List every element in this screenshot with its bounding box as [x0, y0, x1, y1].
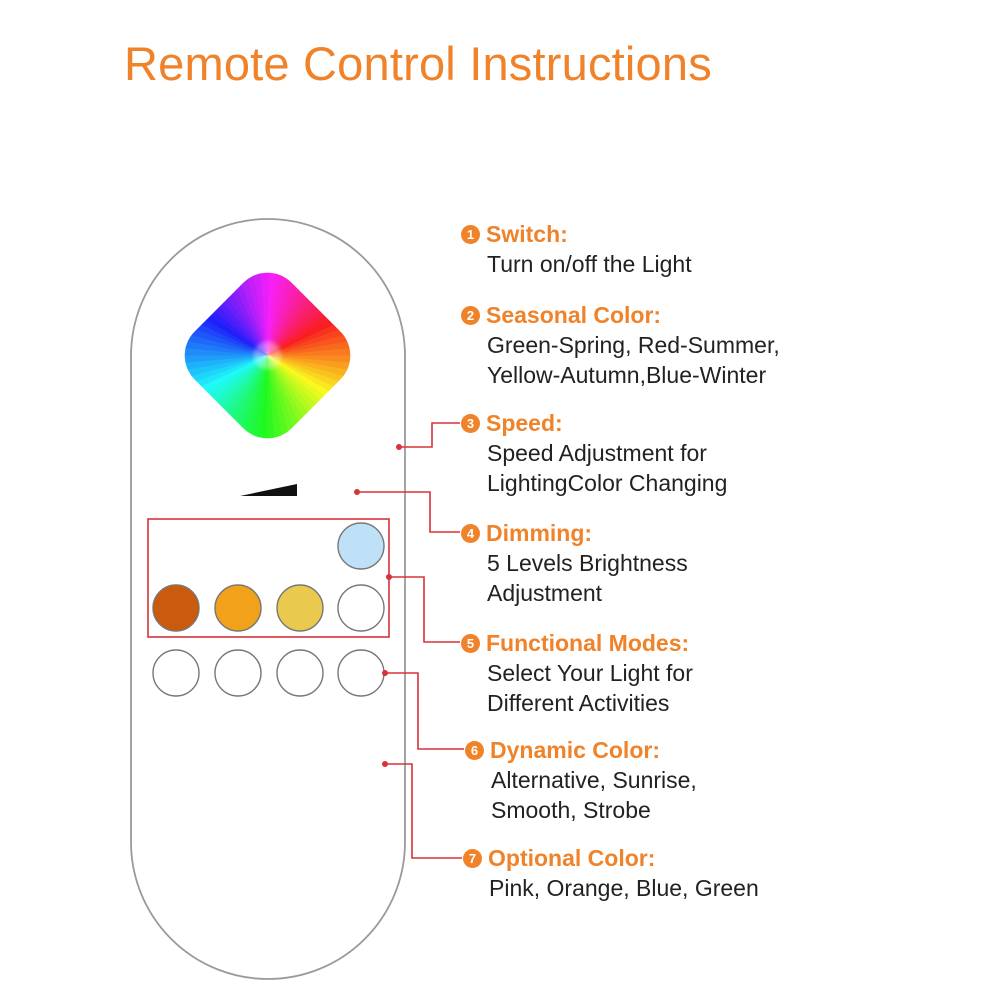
color-button-dark-orange[interactable]	[152, 584, 200, 632]
feature-description: Adjustment	[487, 580, 603, 606]
feature-optional-color: 7 Optional Color: Pink, Orange, Blue, Gr…	[463, 843, 759, 903]
light-blue-button[interactable]	[337, 522, 385, 570]
mode-button-3[interactable]	[276, 649, 324, 697]
number-badge: 1	[461, 224, 480, 244]
feature-title: Functional Modes:	[486, 629, 690, 656]
color-button-yellow[interactable]	[276, 584, 324, 632]
feature-switch: 1 Switch: Turn on/off the Light	[461, 219, 692, 279]
feature-description: 5 Levels Brightness	[487, 550, 688, 576]
callout-dot-speed	[396, 444, 402, 450]
feature-description: Speed Adjustment for	[487, 440, 707, 466]
number-badge: 6	[465, 740, 484, 760]
remote-body	[130, 218, 406, 980]
callout-dot-dimming	[354, 489, 360, 495]
feature-description: Alternative, Sunrise,	[491, 767, 697, 793]
callout-line-functional-modes	[389, 576, 460, 643]
feature-description: Select Your Light for	[487, 660, 693, 686]
feature-description: LightingColor Changing	[487, 470, 728, 496]
feature-description: Pink, Orange, Blue, Green	[489, 875, 759, 901]
callout-line-dynamic-color	[385, 672, 464, 750]
color-button-white[interactable]	[337, 584, 385, 632]
callout-dot-dynamic-color	[382, 670, 388, 676]
callout-dot-optional-color	[382, 761, 388, 767]
feature-description: Different Activities	[487, 690, 670, 716]
feature-seasonal-color: 2 Seasonal Color: Green-Spring, Red-Summ…	[461, 300, 780, 390]
feature-description: Yellow-Autumn,Blue-Winter	[487, 362, 767, 388]
number-badge: 7	[463, 848, 482, 868]
feature-title: Dimming:	[486, 519, 593, 546]
feature-title: Optional Color:	[488, 844, 656, 871]
number-badge: 5	[461, 633, 480, 653]
feature-description: Green-Spring, Red-Summer,	[487, 332, 780, 358]
feature-dimming: 4 Dimming: 5 Levels Brightness Adjustmen…	[461, 518, 688, 608]
feature-title: Seasonal Color:	[486, 301, 662, 328]
feature-title: Dynamic Color:	[490, 736, 660, 763]
feature-dynamic-color: 6 Dynamic Color: Alternative, Sunrise, S…	[465, 735, 697, 825]
mode-button-1[interactable]	[152, 649, 200, 697]
feature-description: Smooth, Strobe	[491, 797, 651, 823]
callout-line-speed	[399, 422, 460, 448]
page-title: Remote Control Instructions	[124, 37, 712, 90]
color-button-orange[interactable]	[214, 584, 262, 632]
number-badge: 2	[461, 305, 480, 325]
feature-description: Turn on/off the Light	[487, 251, 692, 277]
feature-speed: 3 Speed: Speed Adjustment for LightingCo…	[461, 408, 727, 498]
feature-functional-modes: 5 Functional Modes: Select Your Light fo…	[461, 628, 693, 718]
feature-title: Speed:	[486, 409, 563, 436]
number-badge: 3	[461, 413, 480, 433]
callout-line-optional-color	[385, 763, 462, 859]
feature-title: Switch:	[486, 220, 568, 247]
mode-button-4[interactable]	[337, 649, 385, 697]
brightness-wedge-icon[interactable]	[240, 484, 297, 496]
mode-button-2[interactable]	[214, 649, 262, 697]
number-badge: 4	[461, 523, 480, 543]
callout-dot-functional-modes	[386, 574, 392, 580]
callout-line-dimming	[357, 491, 460, 533]
